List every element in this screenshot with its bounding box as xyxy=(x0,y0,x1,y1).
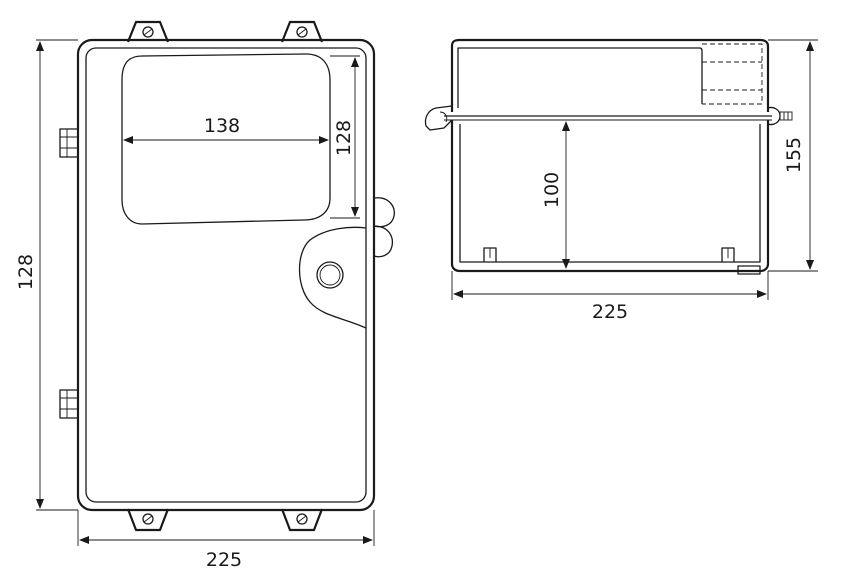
lock-hole xyxy=(316,261,344,289)
viewing-window xyxy=(121,53,331,225)
latch-knob-upper xyxy=(373,197,395,228)
mount-ear-bottom-right xyxy=(280,508,324,532)
dim-window-height: 128 xyxy=(333,120,355,156)
lid-outline xyxy=(450,38,770,112)
base-inner xyxy=(459,124,761,263)
dim-front-height: 128 xyxy=(15,254,37,290)
hinge-top xyxy=(59,128,79,158)
dim-side-width: 225 xyxy=(592,301,628,323)
latch-knob-lower xyxy=(373,225,394,258)
screw-top-left xyxy=(142,26,154,38)
mount-ear-top-right xyxy=(280,20,324,43)
side-hinge xyxy=(424,105,453,131)
dim-side-inner-height: 100 xyxy=(541,172,563,208)
lid-inner xyxy=(457,47,703,108)
mount-ear-top-left xyxy=(126,20,170,43)
dim-front-width: 225 xyxy=(206,549,242,571)
enclosure-outer xyxy=(76,38,376,512)
dim-window-width: 138 xyxy=(204,115,240,137)
dim-side-total-height: 155 xyxy=(783,137,805,173)
hinge-bottom xyxy=(59,389,79,419)
enclosure-inner xyxy=(85,47,367,503)
terminal-block-dashed xyxy=(702,43,763,105)
mount-ear-bottom-left xyxy=(126,508,170,532)
base-foot xyxy=(737,265,761,275)
screw-bottom-right xyxy=(296,513,308,525)
screw-top-right xyxy=(296,26,308,38)
screw-bottom-left xyxy=(142,513,154,525)
front-view: 128 225 138 128 xyxy=(15,20,395,571)
side-view: 225 100 155 xyxy=(424,38,818,323)
lock-boss xyxy=(298,226,367,329)
base-outline xyxy=(450,120,770,273)
